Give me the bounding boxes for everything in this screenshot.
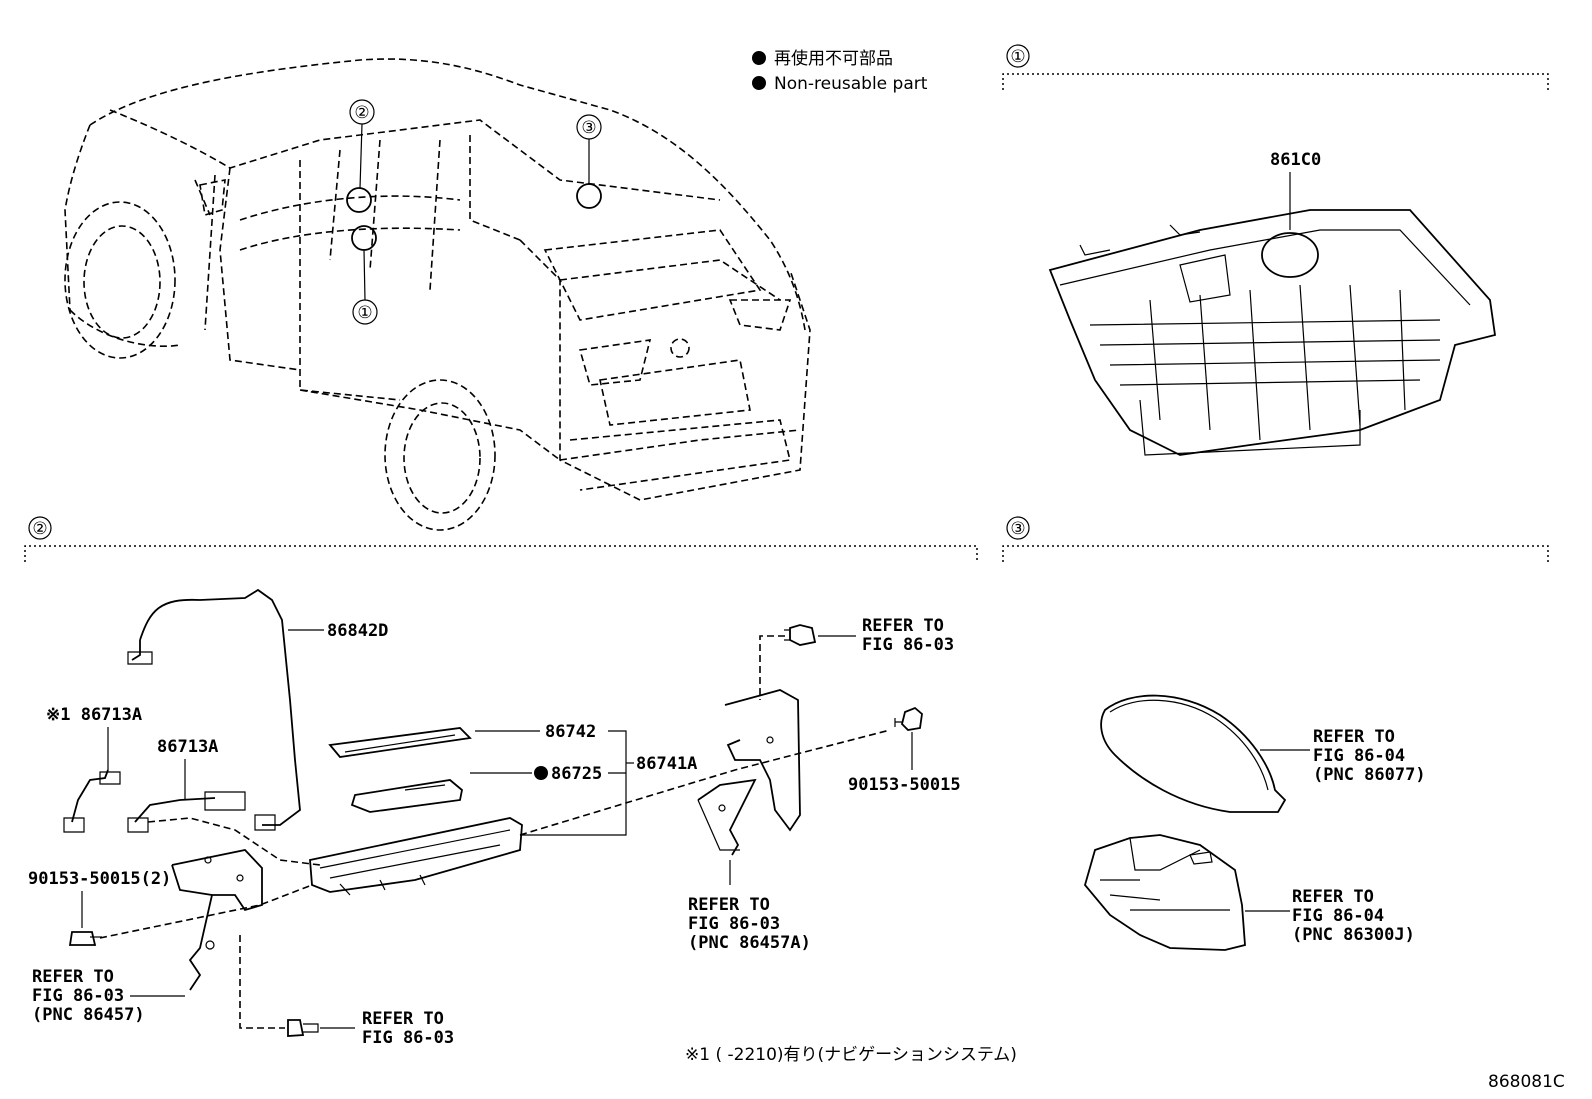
cable-86713a-star: ※1 86713A	[46, 705, 142, 833]
section-3-frame: ③	[1002, 516, 1549, 562]
refer-a1-line3: (PNC 86077)	[1313, 765, 1426, 785]
refer-left-line2: FIG 86-03	[32, 986, 124, 1006]
part-86713a-label: 86713A	[157, 737, 218, 757]
refer-top-line1: REFER TO	[862, 616, 944, 636]
antenna-assembly: REFER TO FIG 86-04 (PNC 86300J)	[1084, 834, 1415, 951]
right-bracket	[697, 689, 801, 885]
car-callout-2: ②	[354, 103, 369, 123]
wire-harness-86842d: 86842D	[127, 588, 388, 831]
section-2-frame: ②	[24, 516, 978, 562]
refer-mid: REFER TO FIG 86-03 (PNC 86457A)	[688, 895, 811, 953]
refer-mid-line2: FIG 86-03	[688, 914, 780, 934]
refer-top-line2: FIG 86-03	[862, 635, 954, 655]
figure-id: 868081C	[1488, 1072, 1565, 1092]
car-callout-3: ③	[581, 118, 596, 138]
section-1-label: ①	[1010, 47, 1025, 67]
car-callout-1: ①	[357, 303, 372, 323]
tuner-module	[309, 729, 891, 896]
cable-86713a: 86713A	[127, 737, 321, 866]
part-90153-2-label: 90153-50015(2)	[28, 869, 171, 889]
display-unit-861c0: 861C0	[1048, 150, 1497, 456]
refer-bottom: REFER TO FIG 86-03	[287, 1009, 454, 1048]
section-3-label: ③	[1010, 519, 1025, 539]
refer-left-line3: (PNC 86457)	[32, 1005, 145, 1025]
refer-left-line1: REFER TO	[32, 967, 114, 987]
left-bracket	[99, 849, 313, 1029]
legend-en: Non-reusable part	[774, 74, 928, 94]
legend: 再使用不可部品 Non-reusable part	[752, 48, 928, 94]
bolt-90153-50015: 90153-50015	[848, 706, 961, 795]
refer-a2-line3: (PNC 86300J)	[1292, 925, 1415, 945]
refer-left: REFER TO FIG 86-03 (PNC 86457)	[32, 967, 185, 1025]
assembly-86741a: 86741A	[520, 730, 697, 836]
section-2-label: ②	[32, 519, 47, 539]
part-86741a-label: 86741A	[636, 754, 697, 774]
refer-mid-line3: (PNC 86457A)	[688, 933, 811, 953]
part-86742-label: 86742	[545, 722, 596, 742]
bracket-86742: 86742	[328, 722, 596, 758]
part-90153-label: 90153-50015	[848, 775, 961, 795]
footnote: ※1 ( -2210)有り(ナビゲーションシステム)	[685, 1045, 1017, 1065]
antenna-cover: REFER TO FIG 86-04 (PNC 86077)	[1100, 694, 1426, 813]
part-86713a-star-label: ※1 86713A	[46, 705, 142, 725]
part-86842d-label: 86842D	[327, 621, 388, 641]
part-86725-label: 86725	[551, 764, 602, 784]
refer-a1-line2: FIG 86-04	[1313, 746, 1405, 766]
bolt-90153-50015-2: 90153-50015(2)	[28, 869, 171, 946]
refer-a2-line2: FIG 86-04	[1292, 906, 1384, 926]
section-1-frame: ①	[1002, 44, 1549, 90]
legend-jp: 再使用不可部品	[774, 48, 893, 69]
refer-mid-line1: REFER TO	[688, 895, 770, 915]
vehicle-illustration: ② ③ ①	[64, 58, 811, 531]
refer-top: REFER TO FIG 86-03	[759, 616, 954, 700]
refer-bottom-line2: FIG 86-03	[362, 1028, 454, 1048]
refer-a2-line1: REFER TO	[1292, 887, 1374, 907]
part-86725: 86725	[350, 764, 602, 813]
refer-bottom-line1: REFER TO	[362, 1009, 444, 1029]
part-861c0-label: 861C0	[1270, 150, 1321, 170]
refer-a1-line1: REFER TO	[1313, 727, 1395, 747]
